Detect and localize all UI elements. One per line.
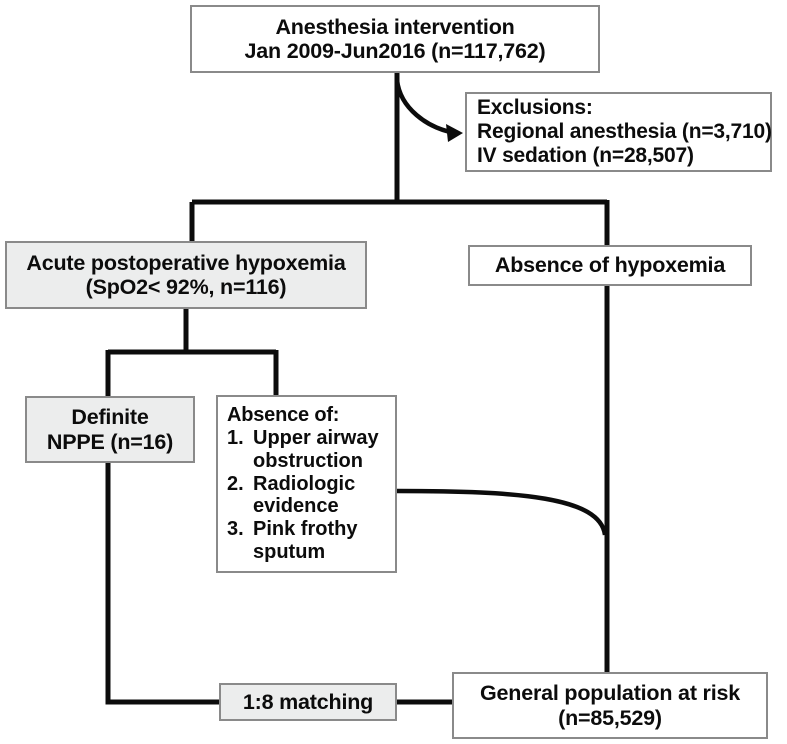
node-matching-line1: 1:8 matching (242, 689, 374, 714)
node-general-pop-line1: General population at risk (479, 681, 741, 705)
edge-exclusion-curve (394, 79, 456, 136)
edge-absenceof-curve (396, 488, 608, 536)
list-item-text: Pink frothy sputum (253, 518, 358, 563)
node-exclusions-line1: Exclusions: (477, 96, 593, 120)
node-absence-of-heading: Absence of: (227, 404, 340, 427)
node-absence-of-hypoxemia: Absence of hypoxemia (468, 245, 752, 286)
node-hypoxemia-line2: (SpO2< 92%, n=116) (85, 275, 287, 299)
node-definite-nppe: Definite NPPE (n=16) (25, 396, 195, 463)
node-absence-of-criteria: Absence of: 1. Upper airway obstruction … (216, 395, 397, 573)
node-anesthesia-intervention: Anesthesia intervention Jan 2009-Jun2016… (190, 5, 600, 73)
node-absence-hypoxemia-line1: Absence of hypoxemia (494, 253, 726, 278)
list-item: 1. Upper airway obstruction (227, 427, 379, 473)
node-nppe-line2: NPPE (n=16) (46, 429, 174, 454)
node-nppe-line1: Definite (71, 405, 149, 429)
node-hypoxemia-line1: Acute postoperative hypoxemia (26, 250, 346, 275)
list-item: 3. Pink frothy sputum (227, 518, 379, 564)
edge-nppe-to-matching (105, 462, 221, 705)
node-general-population-at-risk: General population at risk (n=85,529) (452, 672, 768, 739)
node-exclusions: Exclusions: Regional anesthesia (n=3,710… (465, 92, 772, 172)
list-item-text: Radiologic evidence (253, 472, 356, 518)
exclusion-arrowhead (446, 124, 463, 142)
list-item-number: 1. (227, 427, 244, 449)
node-matching: 1:8 matching (219, 683, 397, 721)
absence-of-list: 1. Upper airway obstruction 2. Radiologi… (227, 427, 379, 564)
node-exclusions-line2: Regional anesthesia (n=3,710) (477, 120, 772, 144)
list-item-text: Upper airway obstruction (253, 427, 379, 472)
node-anesthesia-line2: Jan 2009-Jun2016 (n=117,762) (244, 39, 546, 63)
node-exclusions-line3: IV sedation (n=28,507) (477, 143, 694, 167)
list-item-number: 3. (227, 518, 244, 541)
node-general-pop-line2: (n=85,529) (558, 705, 662, 730)
node-acute-postoperative-hypoxemia: Acute postoperative hypoxemia (SpO2< 92%… (5, 241, 367, 309)
list-item: 2. Radiologic evidence (227, 473, 379, 519)
list-item-number: 2. (227, 472, 244, 495)
node-anesthesia-line1: Anesthesia intervention (275, 14, 515, 39)
